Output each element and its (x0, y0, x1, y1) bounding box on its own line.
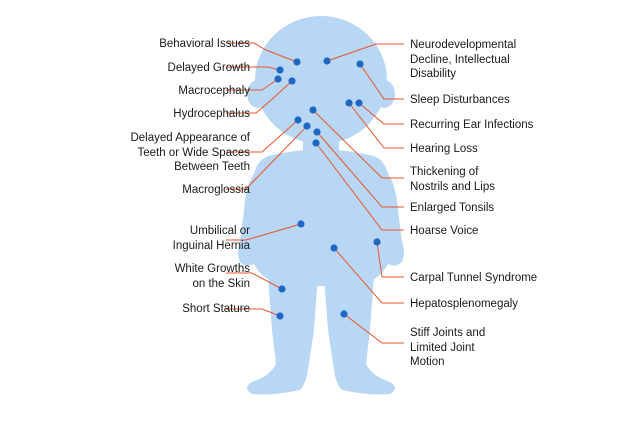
label-text: White Growths (174, 263, 250, 275)
left-leg-shape (247, 276, 318, 395)
torso-shape (253, 149, 389, 286)
leader-carpal-tunnel (376, 241, 404, 278)
left-ear-shape (247, 80, 269, 108)
label-macroglossia: Macroglossia (182, 183, 250, 198)
dot-short-stature (276, 312, 284, 320)
dot-behavioral-issues (293, 58, 301, 66)
label-text: Motion (410, 356, 445, 368)
leader-delayed-growth (226, 66, 281, 71)
label-carpal-tunnel: Carpal Tunnel Syndrome (410, 271, 537, 286)
label-text: Carpal Tunnel Syndrome (410, 272, 538, 284)
label-text: Short Stature (182, 303, 250, 315)
label-hernia: Umbilical or Inguinal Hernia (173, 224, 250, 253)
dot-hernia (297, 220, 305, 228)
label-text: Hearing Loss (410, 143, 478, 155)
label-text: Teeth or Wide Spaces (137, 146, 250, 159)
label-text: Between Teeth (174, 161, 250, 173)
label-text: Umbilical or (189, 225, 250, 237)
dot-hepatosplenomegaly (330, 244, 338, 252)
label-macrocephaly: Macrocephaly (178, 84, 250, 99)
leader-neurodevelopmental (326, 43, 404, 62)
dot-neurodevelopmental (323, 57, 331, 65)
label-stiff-joints: Stiff Joints and Limited Joint Motion (410, 326, 485, 370)
child-silhouette (238, 16, 404, 395)
right-ear-shape (373, 80, 395, 108)
label-text: Macrocephaly (178, 85, 250, 97)
label-text: Decline, Intellectual (410, 53, 510, 66)
dot-stiff-joints (340, 310, 348, 318)
label-neurodevelopmental: Neurodevelopmental Decline, Intellectual… (410, 38, 516, 82)
label-hepatosplenomegaly: Hepatosplenomegaly (410, 297, 518, 312)
right-arm-shape (370, 164, 404, 266)
leader-hepatosplenomegaly (333, 247, 404, 304)
dot-hoarse-voice (312, 139, 320, 147)
leader-hearing-loss (348, 102, 404, 149)
label-text: Limited Joint (410, 341, 475, 354)
dot-white-growths (278, 285, 286, 293)
label-sleep-disturbances: Sleep Disturbances (410, 93, 510, 108)
label-delayed-growth: Delayed Growth (168, 61, 250, 76)
head-shape (255, 16, 387, 144)
leader-behavioral-issues (226, 42, 298, 63)
label-hydrocephalus: Hydrocephalus (173, 107, 250, 122)
dot-hearing-loss (345, 99, 353, 107)
leader-hernia (226, 223, 302, 241)
label-text: Delayed Growth (167, 62, 250, 74)
dot-carpal-tunnel (373, 238, 381, 246)
dot-sleep-disturbances (356, 60, 364, 68)
label-hearing-loss: Hearing Loss (410, 142, 478, 157)
leader-hydrocephalus (226, 80, 293, 114)
dot-delayed-growth (276, 66, 284, 74)
label-text: Behavioral Issues (159, 38, 250, 50)
label-text: on the Skin (192, 277, 250, 290)
label-text: Hydrocephalus (173, 108, 250, 120)
leader-sleep-disturbances (359, 63, 404, 100)
leader-hoarse-voice (315, 142, 404, 231)
label-text: Hoarse Voice (410, 225, 479, 237)
label-text: Enlarged Tonsils (410, 202, 495, 214)
dot-ear-infections (355, 99, 363, 107)
label-white-growths: White Growths on the Skin (175, 262, 250, 291)
label-text: Thickening of (410, 166, 479, 178)
leader-stiff-joints (343, 313, 404, 344)
leader-thickening-nostrils (312, 109, 404, 179)
label-text: Disability (410, 68, 457, 80)
leader-delayed-teeth (226, 119, 299, 153)
label-short-stature: Short Stature (182, 302, 250, 317)
dot-macrocephaly (274, 75, 282, 83)
label-ear-infections: Recurring Ear Infections (410, 118, 533, 133)
symptom-dots (274, 57, 381, 320)
label-enlarged-tonsils: Enlarged Tonsils (410, 201, 494, 216)
leader-short-stature (226, 308, 281, 317)
leader-enlarged-tonsils (316, 131, 404, 208)
dot-delayed-teeth (294, 116, 302, 124)
leader-macrocephaly (226, 78, 279, 91)
label-text: Macroglossia (182, 184, 250, 196)
leader-macroglossia (226, 125, 308, 190)
label-delayed-teeth: Delayed Appearance of Teeth or Wide Spac… (130, 131, 250, 175)
label-hoarse-voice: Hoarse Voice (410, 224, 478, 239)
dot-enlarged-tonsils (313, 128, 321, 136)
neck-shape (303, 132, 339, 154)
label-text: Sleep Disturbances (410, 94, 510, 106)
dot-thickening-nostrils (309, 106, 317, 114)
dot-hydrocephalus (288, 77, 296, 85)
right-leg-shape (324, 276, 395, 395)
label-text: Neurodevelopmental (410, 39, 517, 51)
leader-ear-infections (358, 102, 404, 125)
label-text: Nostrils and Lips (410, 180, 496, 193)
label-behavioral-issues: Behavioral Issues (159, 37, 250, 52)
label-thickening-nostrils: Thickening of Nostrils and Lips (410, 165, 495, 194)
leader-white-growths (226, 272, 283, 290)
dot-macroglossia (303, 122, 311, 130)
label-text: Inguinal Hernia (172, 239, 250, 252)
label-text: Stiff Joints and (410, 327, 486, 339)
label-text: Hepatosplenomegaly (410, 298, 519, 310)
label-text: Delayed Appearance of (130, 132, 250, 144)
leader-lines (226, 42, 404, 344)
label-text: Recurring Ear Infections (410, 119, 534, 131)
